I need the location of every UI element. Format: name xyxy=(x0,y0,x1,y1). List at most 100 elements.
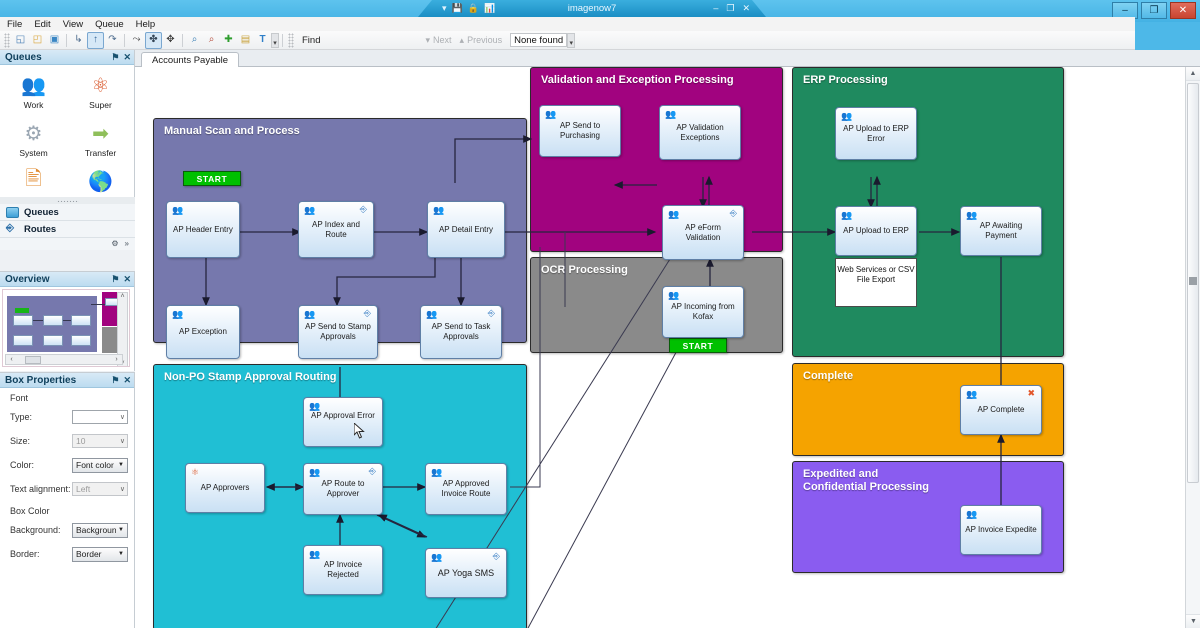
menu-queue[interactable]: Queue xyxy=(95,18,124,30)
font-color-button[interactable]: Font color ▼ xyxy=(72,457,128,473)
start-button-ocr[interactable]: START xyxy=(669,338,727,353)
close-button[interactable]: ✕ xyxy=(1170,2,1196,19)
overview-minimap[interactable]: ˄ ˅ ‹ › xyxy=(2,289,130,367)
box-ap-invoice-expedite[interactable]: 👥 AP Invoice Expedite xyxy=(960,505,1042,555)
canvas-vertical-scrollbar[interactable]: ▲ ▼ xyxy=(1185,67,1200,628)
font-type-combo[interactable]: ∨ xyxy=(72,410,128,424)
queue-item-super[interactable]: ⚛ Super xyxy=(67,71,134,112)
box-ap-detail-entry[interactable]: 👥 AP Detail Entry xyxy=(427,201,505,258)
find-next-button[interactable]: ▾ Next xyxy=(425,34,452,46)
box-ap-approved-invoice-route[interactable]: 👥 AP Approved Invoice Route xyxy=(425,463,507,515)
queue-item-transfer[interactable]: ➡ Transfer xyxy=(67,119,134,160)
queues-panel-header: Queues ⚑ ✕ xyxy=(0,50,134,65)
box-ap-send-to-stamp-approvals[interactable]: 👥 ⎆ AP Send to Stamp Approvals xyxy=(298,305,378,359)
box-ap-approvers[interactable]: ⚛ AP Approvers xyxy=(185,463,265,513)
box-ap-send-to-purchasing[interactable]: 👥 AP Send to Purchasing xyxy=(539,105,621,157)
box-ap-header-entry[interactable]: 👥 AP Header Entry xyxy=(166,201,240,258)
find-previous-button[interactable]: ▴ Previous xyxy=(459,34,503,46)
close-icon[interactable]: ✕ xyxy=(123,374,131,385)
tab-accounts-payable[interactable]: Accounts Payable xyxy=(141,52,240,67)
overview-scroll-thumb[interactable] xyxy=(25,355,41,364)
diagram-canvas-area[interactable]: Manual Scan and Process Validation and E… xyxy=(135,67,1200,628)
close-icon[interactable]: ✕ xyxy=(123,273,131,284)
find-input[interactable] xyxy=(322,33,418,47)
box-ap-yoga-sms[interactable]: 👥 ⎆ AP Yoga SMS xyxy=(425,548,507,598)
doc-minimize-button[interactable]: – xyxy=(713,3,719,13)
lock-icon[interactable]: 🔒 xyxy=(467,3,479,13)
signal-icon[interactable]: 📊 xyxy=(483,3,496,13)
font-size-combo[interactable]: 10 ∨ xyxy=(72,434,128,448)
group-title: Validation and Exception Processing xyxy=(541,74,734,86)
box-ap-exception[interactable]: 👥 AP Exception xyxy=(166,305,240,359)
queue-item-globe[interactable]: 🌎 xyxy=(67,167,134,198)
box-ap-approval-error[interactable]: 👥 AP Approval Error xyxy=(303,397,383,447)
queues-splitter-handle[interactable] xyxy=(0,197,135,204)
queue-item-system[interactable]: ⚙ System xyxy=(0,119,67,160)
new-window-icon[interactable]: ▣ xyxy=(49,34,60,45)
scroll-up-button[interactable]: ▲ xyxy=(1186,67,1200,81)
overview-scroll-right-button[interactable]: › xyxy=(115,356,118,363)
add-icon[interactable]: ✚ xyxy=(224,34,233,45)
lock-icon[interactable]: ▤ xyxy=(240,34,251,45)
chevron-down-icon[interactable]: ▾ xyxy=(442,3,447,13)
menu-file[interactable]: File xyxy=(7,18,23,30)
find-toolbar-grip[interactable] xyxy=(288,32,294,48)
background-color-button[interactable]: Background ▼ xyxy=(72,522,128,538)
group-ocr-processing[interactable]: OCR Processing xyxy=(530,257,783,353)
border-color-button[interactable]: Border ▼ xyxy=(72,546,128,562)
new-queue-icon[interactable]: ◱ xyxy=(15,34,26,45)
note-web-services-csv-export[interactable]: Web Services or CSV File Export xyxy=(835,258,917,307)
find-toolbar-overflow-button[interactable]: ▾ xyxy=(567,32,576,48)
queue-item-form[interactable]: 🖹 xyxy=(0,167,67,198)
text-alignment-combo[interactable]: Left ∨ xyxy=(72,482,128,496)
box-ap-upload-to-erp-error[interactable]: 👥 AP Upload to ERP Error xyxy=(835,107,917,160)
diagram-canvas[interactable]: Manual Scan and Process Validation and E… xyxy=(135,67,1185,628)
menu-edit[interactable]: Edit xyxy=(34,18,51,30)
route-arrow-icon[interactable]: ↳ xyxy=(74,34,83,45)
config-icon[interactable]: ⚙ xyxy=(111,239,119,248)
box-ap-validation-exceptions[interactable]: 👥 AP Validation Exceptions xyxy=(659,105,741,160)
save-icon[interactable]: 💾 xyxy=(451,3,463,13)
pin-icon[interactable]: ⚑ xyxy=(111,374,120,385)
text-alignment-row: Text alignment: Left ∨ xyxy=(0,477,134,501)
text-tool-icon[interactable]: T xyxy=(259,34,266,45)
restore-button[interactable]: ❐ xyxy=(1141,2,1167,19)
close-icon[interactable]: ✕ xyxy=(123,51,131,62)
spread-icon[interactable]: ✥ xyxy=(166,34,175,45)
group-validation-and-exception-processing[interactable]: Validation and Exception Processing xyxy=(530,67,783,252)
align-center-icon[interactable]: ✤ xyxy=(145,31,162,49)
zoom-in-icon[interactable]: ⌕ xyxy=(191,34,198,45)
zoom-out-icon[interactable]: ⌕ xyxy=(208,34,215,45)
box-ap-awaiting-payment[interactable]: 👥 AP Awaiting Payment xyxy=(960,206,1042,256)
box-ap-route-to-approver[interactable]: 👥 ⎆ AP Route to Approver xyxy=(303,463,383,515)
up-arrow-icon[interactable]: ↑ xyxy=(87,31,104,49)
box-ap-invoice-rejected[interactable]: 👥 AP Invoice Rejected xyxy=(303,545,383,595)
scroll-down-button[interactable]: ▼ xyxy=(1186,614,1200,628)
sidebar-item-queues[interactable]: Queues xyxy=(0,204,135,221)
sidebar-item-routes[interactable]: ⎆ Routes xyxy=(0,221,135,238)
queue-item-work[interactable]: 👥 Work xyxy=(0,71,67,112)
box-ap-upload-to-erp[interactable]: 👥 AP Upload to ERP xyxy=(835,206,917,256)
menu-help[interactable]: Help xyxy=(135,18,156,30)
overview-scroll-up-button[interactable]: ˄ xyxy=(120,293,125,300)
distribute-icon[interactable]: ⤳ xyxy=(132,34,141,45)
chevrons-icon[interactable]: » xyxy=(124,239,129,248)
box-ap-incoming-from-kofax[interactable]: 👥 AP Incoming from Kofax xyxy=(662,286,744,338)
box-ap-index-and-route[interactable]: 👥 ⎆ AP Index and Route xyxy=(298,201,374,258)
new-folder-icon[interactable]: ◰ xyxy=(32,34,43,45)
scroll-track[interactable] xyxy=(1186,81,1200,614)
box-ap-eform-validation[interactable]: 👥 ⎆ AP eForm Validation xyxy=(662,205,744,260)
doc-restore-button[interactable]: ❐ xyxy=(726,3,735,13)
overview-horizontal-scrollbar[interactable]: ‹ › xyxy=(5,354,123,365)
curve-arrow-icon[interactable]: ↷ xyxy=(108,34,117,45)
toolbar-overflow-button[interactable]: ▾ xyxy=(271,32,279,48)
pin-icon[interactable]: ⚑ xyxy=(111,273,120,284)
toolbar-grip[interactable] xyxy=(4,32,10,48)
pin-icon[interactable]: ⚑ xyxy=(111,51,120,62)
overview-scroll-left-button[interactable]: ‹ xyxy=(10,356,13,363)
box-ap-send-to-task-approvals[interactable]: 👥 ⎆ AP Send to Task Approvals xyxy=(420,305,502,359)
menu-view[interactable]: View xyxy=(62,18,84,30)
doc-close-button[interactable]: ✕ xyxy=(742,3,750,13)
start-button-manual[interactable]: START xyxy=(183,171,241,186)
box-ap-complete[interactable]: 👥 ✖ AP Complete xyxy=(960,385,1042,435)
